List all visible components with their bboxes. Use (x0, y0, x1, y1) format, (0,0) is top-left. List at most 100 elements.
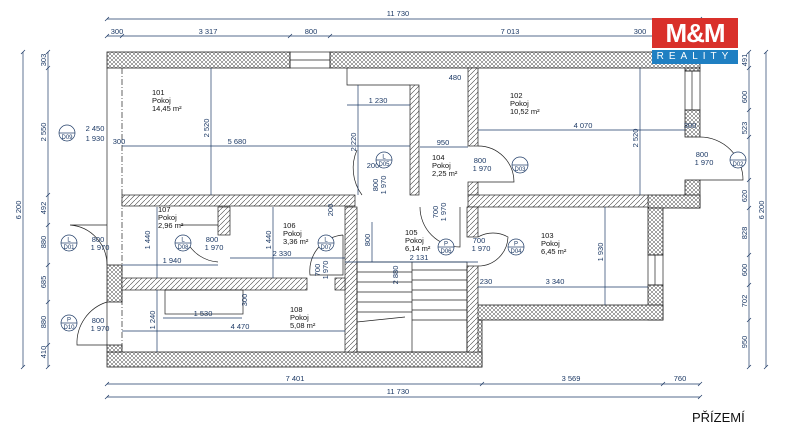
room-101-area: 14,45 m² (152, 104, 182, 113)
room-104-area: 2,25 m² (432, 169, 458, 178)
dimension-tick (746, 282, 752, 288)
room-108-area: 5,08 m² (290, 321, 316, 330)
dimension-label: 6 200 (757, 201, 766, 220)
dimension-label: 2 520 (202, 119, 211, 138)
dimension-tick (746, 107, 752, 113)
room-101-number: 101 (152, 88, 165, 97)
dimension-label: 480 (449, 73, 462, 82)
interior-walls (121, 67, 649, 353)
room-103-area: 6,45 m² (541, 247, 567, 256)
dimension-tick (45, 342, 51, 348)
door-id: D07 (320, 245, 332, 251)
dimension-tick (104, 394, 110, 400)
dimension-tick (104, 16, 110, 22)
dimension-label: 800 (92, 316, 105, 325)
dimension-label: 3 317 (199, 27, 218, 36)
dimension-label: 300 (240, 294, 249, 307)
storage-box (164, 68, 410, 315)
dimension-label: 1 930 (86, 134, 105, 143)
dimension-tick (45, 299, 51, 305)
staircase (356, 261, 468, 353)
dimension-tick (746, 205, 752, 211)
dimension-label: 700 (431, 206, 440, 219)
door-side: P (67, 318, 71, 324)
dimension-label: 1 530 (194, 309, 213, 318)
room-102-name: Pokoj (510, 99, 529, 108)
door-id: D08 (177, 245, 189, 251)
dimension-label: 800 (474, 156, 487, 165)
dimension-label: 1 970 (695, 158, 714, 167)
dimension-label: 880 (39, 316, 48, 329)
room-103-number: 103 (541, 231, 554, 240)
dimension-label: 3 569 (562, 374, 581, 383)
dimension-tick (746, 134, 752, 140)
room-105-area: 6,14 m² (405, 244, 431, 253)
dimension-label: 620 (740, 190, 749, 203)
door-id: D03 (514, 167, 526, 173)
dimension-label: 1 440 (264, 231, 273, 250)
dimension-tick (763, 49, 769, 55)
dimension-tick (697, 394, 703, 400)
exterior-walls (106, 51, 701, 368)
dimension-label: 11 730 (387, 9, 409, 18)
dimension-tick (327, 33, 333, 39)
dimension-label: 3 340 (546, 277, 565, 286)
dimension-label: 492 (39, 202, 48, 215)
door-swings (69, 136, 744, 346)
dimension-label: 1 930 (596, 243, 605, 262)
dimension-tick (746, 317, 752, 323)
door-side: L (67, 238, 71, 244)
dimension-tick (660, 381, 666, 387)
dimension-label: 2 220 (349, 133, 358, 152)
dimension-label: 2 450 (86, 124, 105, 133)
door-side: L (324, 238, 328, 244)
dimension-label: 1 970 (91, 243, 110, 252)
dimension-label: 700 (473, 236, 486, 245)
room-105-name: Pokoj (405, 236, 424, 245)
door-side: L (181, 238, 185, 244)
dimension-tick (104, 381, 110, 387)
door-side: L (382, 155, 386, 161)
dimension-label: 2 330 (273, 249, 292, 258)
room-106-name: Pokoj (283, 229, 302, 238)
room-102-area: 10,52 m² (510, 107, 540, 116)
dimension-label: 600 (740, 264, 749, 277)
dimension-label: 600 (740, 91, 749, 104)
dimension-label: 1 440 (143, 231, 152, 250)
dimension-label: 1 970 (439, 203, 448, 222)
room-106-area: 3,36 m² (283, 237, 309, 246)
dimension-label: 880 (39, 236, 48, 249)
dimension-label: 4 070 (574, 121, 593, 130)
mm-reality-logo: M&M REALITY (652, 18, 738, 66)
dimension-label: 410 (39, 346, 48, 359)
dimension-tick (746, 49, 752, 55)
left-thin-walls (106, 68, 123, 352)
dimension-label: 685 (39, 276, 48, 289)
dimension-tick (763, 364, 769, 370)
dimension-tick (287, 33, 293, 39)
door-side: P (514, 242, 518, 248)
dimension-label: 1 970 (472, 244, 491, 253)
dimension-label: 2 550 (39, 123, 48, 142)
dimension-label: 800 (363, 234, 372, 247)
room-108-number: 108 (290, 305, 303, 314)
dimension-lines (22, 18, 767, 398)
dimension-tick (45, 364, 51, 370)
dimension-tick (45, 49, 51, 55)
dimension-label: 1 230 (369, 96, 388, 105)
dimension-tick (746, 252, 752, 258)
dimension-label: 4 470 (231, 322, 250, 331)
dimension-label: 6 200 (14, 201, 23, 220)
dimension-tick (104, 33, 110, 39)
room-105-number: 105 (405, 228, 418, 237)
dimension-tick (20, 49, 26, 55)
dimension-label: 7 013 (501, 27, 520, 36)
dimension-label: 950 (740, 336, 749, 349)
